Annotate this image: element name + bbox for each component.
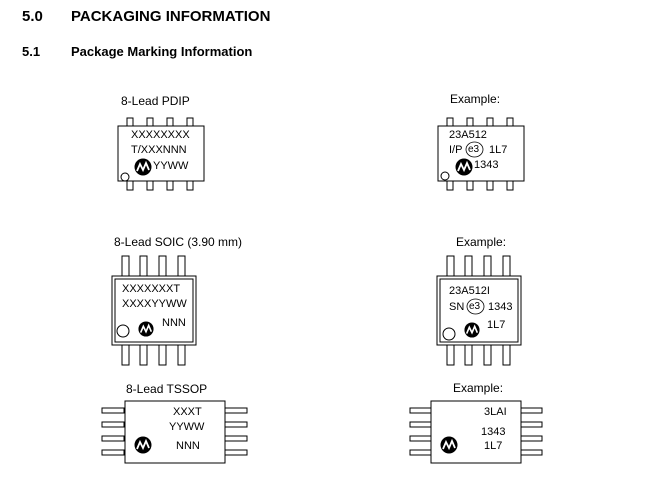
tssop-line-2: YYWW xyxy=(169,421,205,433)
pdip-example-label: Example: xyxy=(450,92,501,106)
tssop-example-label: Example: xyxy=(453,381,504,395)
e3-pb-free-icon xyxy=(465,141,484,158)
tssop-example-package-outline xyxy=(409,400,543,464)
soic-example-e3-text: e3 xyxy=(469,301,481,312)
pdip-line-1: XXXXXXXX xyxy=(131,129,190,141)
pdip-example-line-2a: I/P xyxy=(449,144,463,156)
tssop-example-line-3: 1L7 xyxy=(484,440,503,452)
soic-package-outline xyxy=(111,255,197,366)
soic-example-line-1: 23A512I xyxy=(449,285,490,297)
pin1-circle-icon xyxy=(442,327,456,341)
pdip-example-line-2b: 1L7 xyxy=(489,144,508,156)
soic-line-2: XXXXYYWW xyxy=(122,298,187,310)
subsection-title: Package Marking Information xyxy=(71,44,253,59)
pin1-circle-icon xyxy=(440,171,450,181)
soic-example-line-3: 1L7 xyxy=(487,319,506,331)
microchip-logo-icon xyxy=(464,322,480,338)
soic-label: 8-Lead SOIC (3.90 mm) xyxy=(114,235,243,249)
pdip-label: 8-Lead PDIP xyxy=(121,94,190,108)
pdip-package-outline xyxy=(117,117,205,191)
microchip-logo-icon xyxy=(134,436,152,454)
microchip-logo-icon xyxy=(134,158,152,176)
pin1-circle-icon xyxy=(116,324,130,338)
pdip-line-3: YYWW xyxy=(153,160,189,172)
tssop-label: 8-Lead TSSOP xyxy=(126,382,208,396)
soic-line-1: XXXXXXXT xyxy=(122,283,181,295)
e3-pb-free-icon xyxy=(466,298,485,315)
soic-line-3: NNN xyxy=(162,317,186,329)
pdip-line-2: T/XXXNNN xyxy=(131,144,187,156)
pdip-example-line-3: 1343 xyxy=(474,159,499,171)
section-title: PACKAGING INFORMATION xyxy=(71,8,271,25)
soic-example-label: Example: xyxy=(456,235,507,249)
microchip-logo-icon xyxy=(440,436,458,454)
subsection-number: 5.1 xyxy=(22,44,41,59)
tssop-example-line-1: 3LAI xyxy=(484,406,507,418)
tssop-line-1: XXXT xyxy=(173,406,202,418)
microchip-logo-icon xyxy=(455,158,473,176)
soic-example-line-2b: 1343 xyxy=(488,301,513,313)
soic-example-line-2a: SN xyxy=(449,301,465,313)
section-number: 5.0 xyxy=(22,8,43,25)
tssop-line-3: NNN xyxy=(176,440,200,452)
tssop-example-line-2: 1343 xyxy=(481,426,506,438)
microchip-logo-icon xyxy=(138,321,154,337)
pdip-example-line-1: 23A512 xyxy=(449,129,487,141)
pdip-example-e3-text: e3 xyxy=(468,144,480,155)
pin1-circle-icon xyxy=(120,172,130,182)
